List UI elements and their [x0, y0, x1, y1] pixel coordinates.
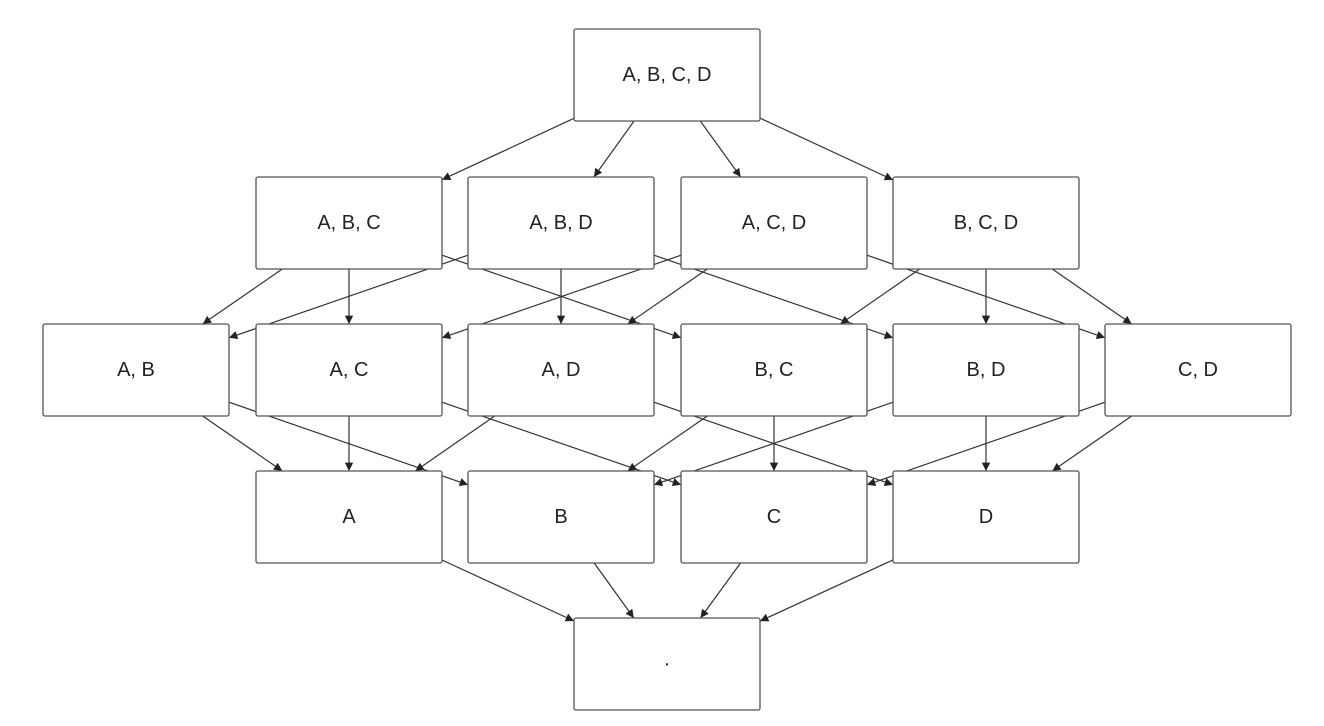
node-box: [680, 176, 868, 270]
node-box: [573, 28, 761, 122]
edge-bcd-to-bc: [839, 268, 921, 325]
edge-bcd-to-cd: [1051, 268, 1133, 325]
node-box: [680, 470, 868, 564]
edge-acd-to-ad: [627, 268, 708, 325]
node-box: [467, 323, 655, 417]
edge-abcd-to-bcd: [759, 117, 894, 181]
node-label: D: [979, 506, 993, 528]
edge-a-to-empty: [441, 559, 575, 622]
edge-bc-to-b: [627, 415, 708, 472]
node-label: B, C, D: [954, 212, 1018, 234]
node-bd: B, D: [892, 323, 1080, 417]
node-label: A, C: [330, 359, 369, 381]
node-box: [42, 323, 230, 417]
node-box: [1104, 323, 1292, 417]
node-ad: A, D: [467, 323, 655, 417]
edge-abcd-to-acd: [699, 120, 742, 178]
node-abcd: A, B, C, D: [573, 28, 761, 122]
node-label: C, D: [1178, 359, 1218, 381]
edge-abcd-to-abd: [593, 120, 635, 178]
edge-c-to-empty: [700, 562, 741, 619]
node-box: [892, 323, 1080, 417]
node-label: A, B: [117, 359, 155, 381]
node-box: [255, 323, 443, 417]
node-label: A, C, D: [742, 212, 806, 234]
edge-b-to-empty: [593, 562, 635, 619]
node-d: D: [892, 470, 1080, 564]
node-label: A, B, C: [317, 212, 380, 234]
node-box: [892, 470, 1080, 564]
node-label: A, B, D: [529, 212, 592, 234]
edge-abc-to-ab: [202, 268, 283, 325]
node-bcd: B, C, D: [892, 176, 1080, 270]
node-label: C: [767, 506, 781, 528]
edge-abcd-to-abc: [441, 117, 575, 181]
node-a: A: [255, 470, 443, 564]
node-empty: ·: [573, 617, 761, 711]
edge-d-to-empty: [759, 559, 894, 622]
node-abd: A, B, D: [467, 176, 655, 270]
node-box: [892, 176, 1080, 270]
node-ab: A, B: [42, 323, 230, 417]
node-box: [467, 470, 655, 564]
node-abc: A, B, C: [255, 176, 443, 270]
node-label: B, C: [755, 359, 794, 381]
node-box: [573, 617, 761, 711]
node-bc: B, C: [680, 323, 868, 417]
node-label: ·: [664, 653, 671, 675]
node-cd: C, D: [1104, 323, 1292, 417]
nodes-layer: A, B, C, D A, B, C A, B, D A, C, D B, C, D A,…: [42, 28, 1292, 711]
node-box: [467, 176, 655, 270]
node-ac: A, C: [255, 323, 443, 417]
node-label: A, B, C, D: [623, 64, 712, 86]
node-label: B, D: [967, 359, 1006, 381]
node-label: A: [342, 506, 356, 528]
node-box: [680, 323, 868, 417]
edge-ab-to-a: [202, 415, 283, 472]
edge-cd-to-d: [1051, 415, 1133, 472]
node-b: B: [467, 470, 655, 564]
node-box: [255, 470, 443, 564]
edge-ad-to-a: [414, 415, 496, 472]
node-box: [255, 176, 443, 270]
node-acd: A, C, D: [680, 176, 868, 270]
node-label: B: [554, 506, 567, 528]
node-c: C: [680, 470, 868, 564]
node-label: A, D: [542, 359, 581, 381]
